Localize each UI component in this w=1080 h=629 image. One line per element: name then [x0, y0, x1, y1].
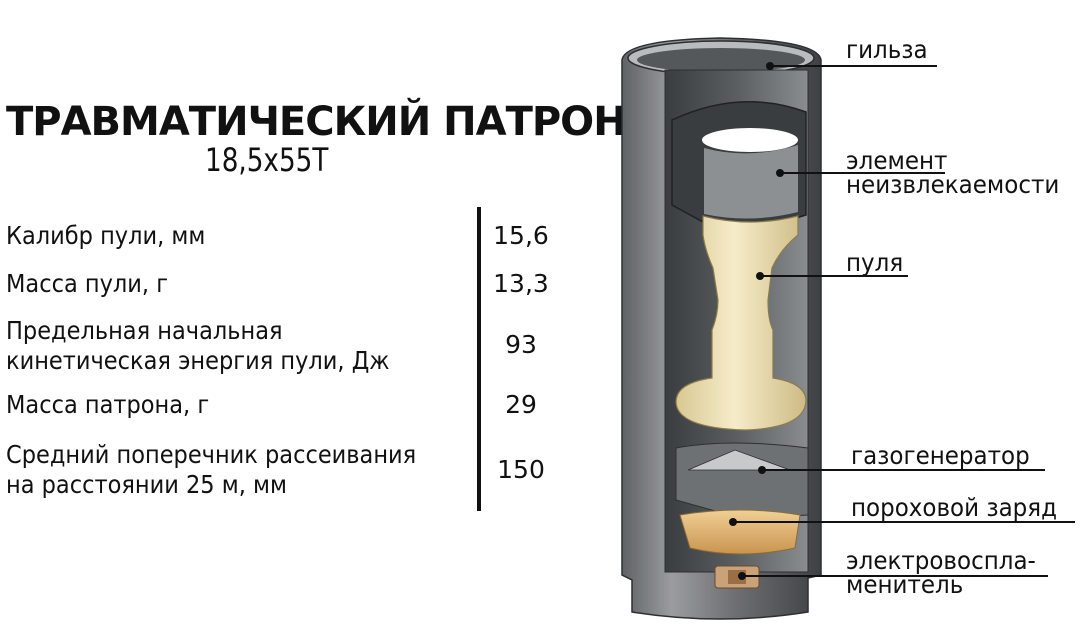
diagram-subtitle: 18,5х55Т — [205, 141, 329, 179]
callout-case: гильза — [846, 35, 928, 64]
callout-line: пороховой заряд — [851, 493, 1058, 522]
leader-dot-igniter — [738, 572, 746, 580]
spec-value-cartridge-mass: 29 — [505, 390, 537, 419]
powder-charge — [679, 509, 801, 555]
spec-value-caliber: 15,6 — [493, 221, 549, 250]
callout-line: гильза — [846, 35, 928, 64]
callout-line: менитель — [846, 570, 964, 599]
spec-value-bullet-mass: 13,3 — [493, 269, 549, 298]
leader-dot-powder — [729, 518, 737, 526]
spec-label-line: на расстоянии 25 м, мм — [6, 470, 287, 499]
spec-label-caliber: Калибр пули, мм — [6, 221, 205, 251]
callout-igniter: электровоспла-менитель — [846, 546, 1036, 599]
diagram-title: ТРАВМАТИЧЕСКИЙ ПАТРОН — [6, 99, 627, 145]
callout-line: пуля — [846, 248, 904, 277]
spec-label-line: кинетическая энергия пули, Дж — [6, 346, 390, 375]
callout-powder-charge: пороховой заряд — [851, 493, 1058, 522]
spec-label-line: Предельная начальная — [6, 316, 283, 345]
spec-label-line: Масса пули, г — [6, 269, 169, 298]
leader-dot-gas-generator — [758, 466, 766, 474]
leader-dot-bullet — [756, 272, 764, 280]
callout-line: газогенератор — [851, 441, 1030, 470]
spec-label-bullet-mass: Масса пули, г — [6, 269, 168, 299]
callout-bullet: пуля — [846, 248, 904, 277]
callout-line: электровоспла- — [846, 546, 1036, 575]
spec-label-line: Калибр пули, мм — [6, 221, 206, 250]
callout-line: элемент — [846, 146, 948, 175]
spec-label-cartridge-mass: Масса патрона, г — [6, 390, 209, 420]
spec-value-kinetic-energy: 93 — [505, 330, 537, 359]
table-divider — [477, 207, 481, 511]
cartridge-cutaway-diagram — [621, 37, 1075, 620]
bullet — [675, 215, 807, 431]
spec-label-line: Масса патрона, г — [6, 390, 210, 419]
callout-line: неизвлекаемости — [846, 170, 1060, 199]
callout-gas-generator: газогенератор — [851, 441, 1030, 470]
spec-value-dispersion: 150 — [497, 455, 545, 484]
leader-dot-retainer — [776, 169, 784, 177]
spec-label-line: Средний поперечник рассеивания — [6, 440, 417, 469]
leader-dot-case — [766, 62, 774, 70]
